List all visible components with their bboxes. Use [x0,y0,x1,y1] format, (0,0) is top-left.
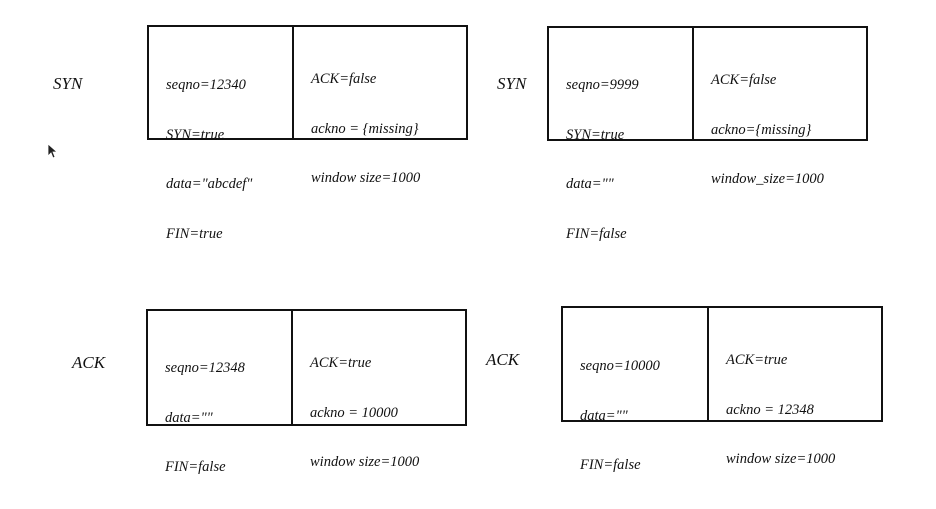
field-data: data="" [165,409,213,426]
field-fin: FIN=false [566,225,627,242]
field-window-size: window_size=1000 [711,171,824,187]
field-seqno: seqno=12340 [166,77,246,93]
mouse-pointer-icon [47,143,57,159]
field-window-size: window size=1000 [310,454,420,470]
field-ackno: ackno = 10000 [310,404,398,421]
packet-label-ack-client: ACK [72,353,106,372]
packet-right-cell: ACK=false ackno={missing} window_size=10… [692,26,868,187]
field-fin: FIN=false [165,459,226,475]
field-ack: ACK=true [726,352,788,368]
field-data: data="" [580,407,628,424]
packet-label-syn-server: SYN [497,74,527,93]
field-ack: ACK=false [311,71,377,87]
field-seqno: seqno=10000 [580,358,660,374]
field-ack: ACK=true [310,355,372,371]
field-seqno: seqno=12348 [165,360,245,376]
field-data: data="abcdef" [166,176,253,192]
packet-right-cell: ACK=true ackno = 12348 window size=1000 [707,306,883,467]
packet-label-syn-client: SYN [53,74,83,93]
field-ackno: ackno = 12348 [726,401,814,418]
field-seqno: seqno=9999 [566,77,639,93]
field-ackno: ackno = {missing} [311,120,419,137]
packet-left-cell: seqno=12348 data="" FIN=false [146,309,293,475]
field-ack: ACK=false [711,72,777,88]
packet-right-cell: ACK=true ackno = 10000 window size=1000 [291,309,467,470]
field-syn: SYN=true [566,126,625,143]
field-window-size: window size=1000 [311,170,421,186]
packet-right-cell: ACK=false ackno = {missing} window size=… [292,25,468,186]
field-ackno: ackno={missing} [711,121,812,138]
field-syn: SYN=true [166,126,225,143]
field-fin: FIN=true [166,225,223,242]
field-fin: FIN=false [580,457,641,473]
packet-left-cell: seqno=12340 SYN=true data="abcdef" FIN=t… [147,25,294,242]
packet-left-cell: seqno=9999 SYN=true data="" FIN=false [547,26,694,242]
field-data: data="" [566,176,614,192]
field-window-size: window size=1000 [726,451,836,467]
packet-label-ack-server: ACK [486,350,520,369]
packet-left-cell: seqno=10000 data="" FIN=false [561,306,709,473]
